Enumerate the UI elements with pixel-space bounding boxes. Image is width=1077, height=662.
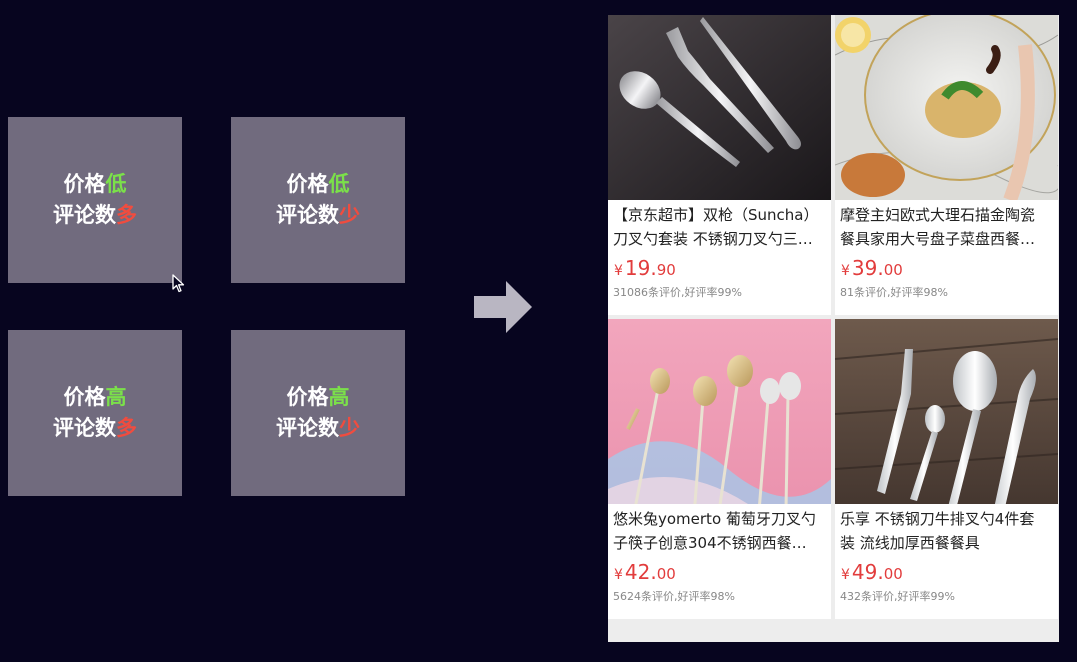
product-card[interactable]: 乐享 不锈钢刀牛排叉勺4件套 装 流线加厚西餐餐具 ¥49.00 432条评价,… <box>835 319 1058 619</box>
product-title[interactable]: 乐享 不锈钢刀牛排叉勺4件套 装 流线加厚西餐餐具 <box>840 507 1054 555</box>
quadrant-review-line: 评论数少 <box>276 200 360 231</box>
price-integer: 39. <box>851 256 884 280</box>
price-decimal: 00 <box>883 565 903 583</box>
price-integer: 49. <box>851 560 884 584</box>
price-decimal: 00 <box>883 261 903 279</box>
quadrant-high-price-many-reviews: 价格高 评论数多 <box>8 330 182 496</box>
product-card[interactable]: 【京东超市】双枪（Suncha） 刀叉勺套装 不锈钢刀叉勺三… ¥19.90 3… <box>608 15 831 315</box>
price-label: 价格 <box>286 385 329 409</box>
product-image-cutlery-set[interactable] <box>608 15 831 200</box>
product-review-summary: 81条评价,好评率98% <box>840 286 948 299</box>
product-card[interactable]: 悠米兔yomerto 葡萄牙刀叉勺 子筷子创意304不锈钢西餐… ¥42.00 … <box>608 319 831 619</box>
price-label: 价格 <box>286 172 329 196</box>
price-level: 高 <box>328 385 350 409</box>
review-label: 评论数 <box>276 203 339 227</box>
price-decimal: 90 <box>656 261 676 279</box>
price-label: 价格 <box>63 172 106 196</box>
currency-symbol: ¥ <box>614 263 623 279</box>
quadrant-price-line: 价格高 <box>64 382 127 413</box>
review-level: 多 <box>116 416 137 440</box>
price-integer: 42. <box>624 560 657 584</box>
product-review-summary: 432条评价,好评率99% <box>840 590 955 603</box>
product-title-line1: 乐享 不锈钢刀牛排叉勺4件套 <box>840 510 1035 528</box>
right-arrow-icon <box>474 281 532 333</box>
product-image-steak-cutlery[interactable] <box>835 319 1058 504</box>
currency-symbol: ¥ <box>841 263 850 279</box>
price-decimal: 00 <box>656 565 676 583</box>
product-image-gold-cutlery[interactable] <box>608 319 831 504</box>
mouse-cursor-icon <box>172 274 185 293</box>
product-grid: 【京东超市】双枪（Suncha） 刀叉勺套装 不锈钢刀叉勺三… ¥19.90 3… <box>608 15 1059 642</box>
review-label: 评论数 <box>276 416 339 440</box>
product-title-line2: 刀叉勺套装 不锈钢刀叉勺三… <box>613 230 813 248</box>
review-label: 评论数 <box>53 203 116 227</box>
product-title[interactable]: 悠米兔yomerto 葡萄牙刀叉勺 子筷子创意304不锈钢西餐… <box>613 507 827 555</box>
quadrant-price-line: 价格低 <box>287 169 350 200</box>
quadrant-high-price-few-reviews: 价格高 评论数少 <box>231 330 405 496</box>
quadrant-low-price-many-reviews: 价格低 评论数多 <box>8 117 182 283</box>
product-title-line2: 装 流线加厚西餐餐具 <box>840 534 980 552</box>
product-price: ¥39.00 <box>841 255 903 281</box>
price-integer: 19. <box>624 256 657 280</box>
product-review-summary: 31086条评价,好评率99% <box>613 286 742 299</box>
product-card[interactable]: 摩登主妇欧式大理石描金陶瓷 餐具家用大号盘子菜盘西餐… ¥39.00 81条评价… <box>835 15 1058 315</box>
product-title-line1: 【京东超市】双枪（Suncha） <box>613 206 819 224</box>
price-level: 高 <box>105 385 127 409</box>
quadrant-price-line: 价格低 <box>64 169 127 200</box>
product-title-line2: 餐具家用大号盘子菜盘西餐… <box>840 230 1036 248</box>
product-title[interactable]: 摩登主妇欧式大理石描金陶瓷 餐具家用大号盘子菜盘西餐… <box>840 203 1054 251</box>
product-title-line2: 子筷子创意304不锈钢西餐… <box>613 534 807 552</box>
currency-symbol: ¥ <box>614 567 623 583</box>
product-title-line1: 摩登主妇欧式大理石描金陶瓷 <box>840 206 1036 224</box>
quadrant-grid: 价格低 评论数多 价格低 评论数少 价格高 评论数多 价格高 评论数少 <box>0 0 420 662</box>
price-label: 价格 <box>63 385 106 409</box>
product-review-summary: 5624条评价,好评率98% <box>613 590 735 603</box>
product-image-marble-plate[interactable] <box>835 15 1058 200</box>
price-level: 低 <box>328 172 350 196</box>
quadrant-low-price-few-reviews: 价格低 评论数少 <box>231 117 405 283</box>
product-price: ¥19.90 <box>614 255 676 281</box>
price-level: 低 <box>105 172 127 196</box>
quadrant-review-line: 评论数多 <box>53 200 137 231</box>
review-level: 多 <box>116 203 137 227</box>
product-title[interactable]: 【京东超市】双枪（Suncha） 刀叉勺套装 不锈钢刀叉勺三… <box>613 203 827 251</box>
product-title-line1: 悠米兔yomerto 葡萄牙刀叉勺 <box>613 510 816 528</box>
review-level: 少 <box>339 203 360 227</box>
product-price: ¥42.00 <box>614 559 676 585</box>
currency-symbol: ¥ <box>841 567 850 583</box>
quadrant-review-line: 评论数少 <box>276 413 360 444</box>
quadrant-price-line: 价格高 <box>287 382 350 413</box>
review-level: 少 <box>339 416 360 440</box>
product-price: ¥49.00 <box>841 559 903 585</box>
quadrant-review-line: 评论数多 <box>53 413 137 444</box>
review-label: 评论数 <box>53 416 116 440</box>
